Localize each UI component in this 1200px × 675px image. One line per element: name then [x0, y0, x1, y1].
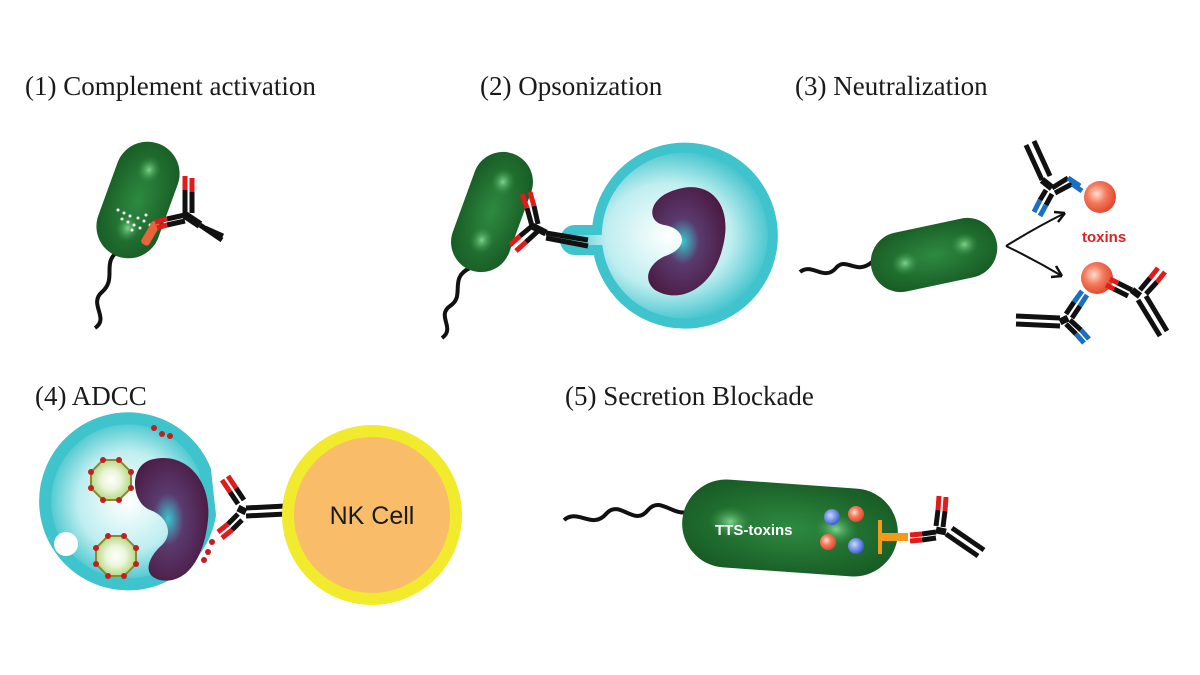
- antibody-icon: [1023, 139, 1084, 218]
- antibody-icon: [216, 474, 287, 540]
- released-granules-icon: [151, 425, 215, 563]
- granule-icon: [88, 457, 134, 503]
- antibody-icon: [508, 191, 589, 253]
- panel-secretion-blockade: TTS-toxins: [562, 479, 986, 577]
- complement-complex-icon: [141, 220, 160, 246]
- antibody-icon: [1015, 289, 1091, 345]
- flagellum-icon: [440, 266, 471, 340]
- panel-4-title: (4) ADCC: [35, 381, 147, 411]
- flagellum-icon: [93, 248, 122, 330]
- panel-adcc: NK Cell: [39, 412, 462, 605]
- bacterium-icon: [96, 141, 180, 259]
- infected-cell-icon: [39, 412, 217, 591]
- toxins-label: toxins: [1082, 229, 1126, 246]
- antibody-icon: [154, 176, 225, 243]
- nucleus-icon: [134, 458, 209, 581]
- panel-3-title: (3) Neutralization: [795, 71, 988, 101]
- flagellum-icon: [562, 502, 689, 522]
- panel-5-title: (5) Secretion Blockade: [565, 381, 814, 411]
- bacterium-icon: [682, 479, 898, 577]
- nucleus-icon: [648, 187, 726, 296]
- panel-1-title: (1) Complement activation: [25, 71, 316, 101]
- bacterium-icon: [870, 217, 998, 293]
- antibody-icon: [909, 495, 986, 559]
- antibody-icon: [1104, 266, 1170, 338]
- toxin-icon: [1081, 262, 1113, 294]
- panel-neutralization: toxins: [798, 139, 1170, 345]
- tts-toxins-label: TTS-toxins: [715, 522, 793, 539]
- flagellum-icon: [798, 260, 874, 276]
- toxin-icon: [1084, 181, 1116, 213]
- panel-opsonization: [440, 142, 778, 340]
- panel-complement-activation: [93, 141, 225, 330]
- secreted-toxins-icon: [820, 506, 864, 554]
- nk-cell-icon: NK Cell: [282, 425, 462, 605]
- panel-2-title: (2) Opsonization: [480, 71, 663, 101]
- nk-cell-label: NK Cell: [330, 502, 415, 530]
- arrows-icon: [1005, 210, 1066, 279]
- phagocyte-icon: [560, 142, 778, 329]
- granule-icon: [93, 533, 139, 579]
- secretion-channel-icon: [878, 520, 908, 554]
